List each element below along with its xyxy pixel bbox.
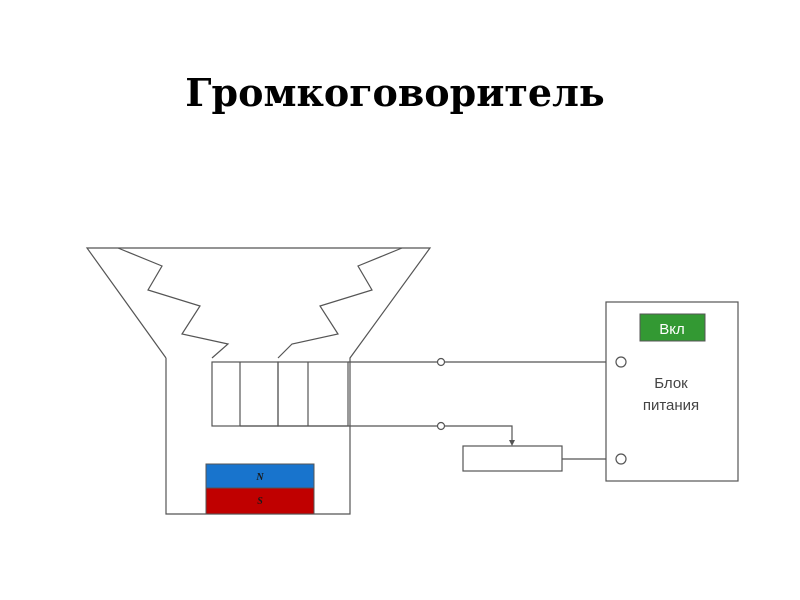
speaker-housing [85,247,432,515]
rheostat-slider-arrow [509,440,515,446]
coil-left [211,361,279,427]
diffuser-right [277,247,403,359]
wire-lower [240,425,513,440]
power-supply-label-line2: питания [643,397,699,414]
power-supply-label-line1: Блок [654,375,688,392]
coil-right [277,361,349,427]
rheostat [462,445,563,472]
page-title: Громкоговоритель [185,70,605,115]
magnet-south [205,487,315,515]
power-switch-button[interactable] [639,313,706,342]
terminal-lower [615,453,627,465]
diffuser-left [117,247,230,359]
wire-upper-junction [436,357,446,367]
power-switch-label: Вкл [659,321,685,338]
magnet-south-label: S [257,496,263,507]
magnet-north-label: N [255,472,264,483]
wire-lower-junction [436,421,446,431]
terminal-upper [615,356,627,368]
